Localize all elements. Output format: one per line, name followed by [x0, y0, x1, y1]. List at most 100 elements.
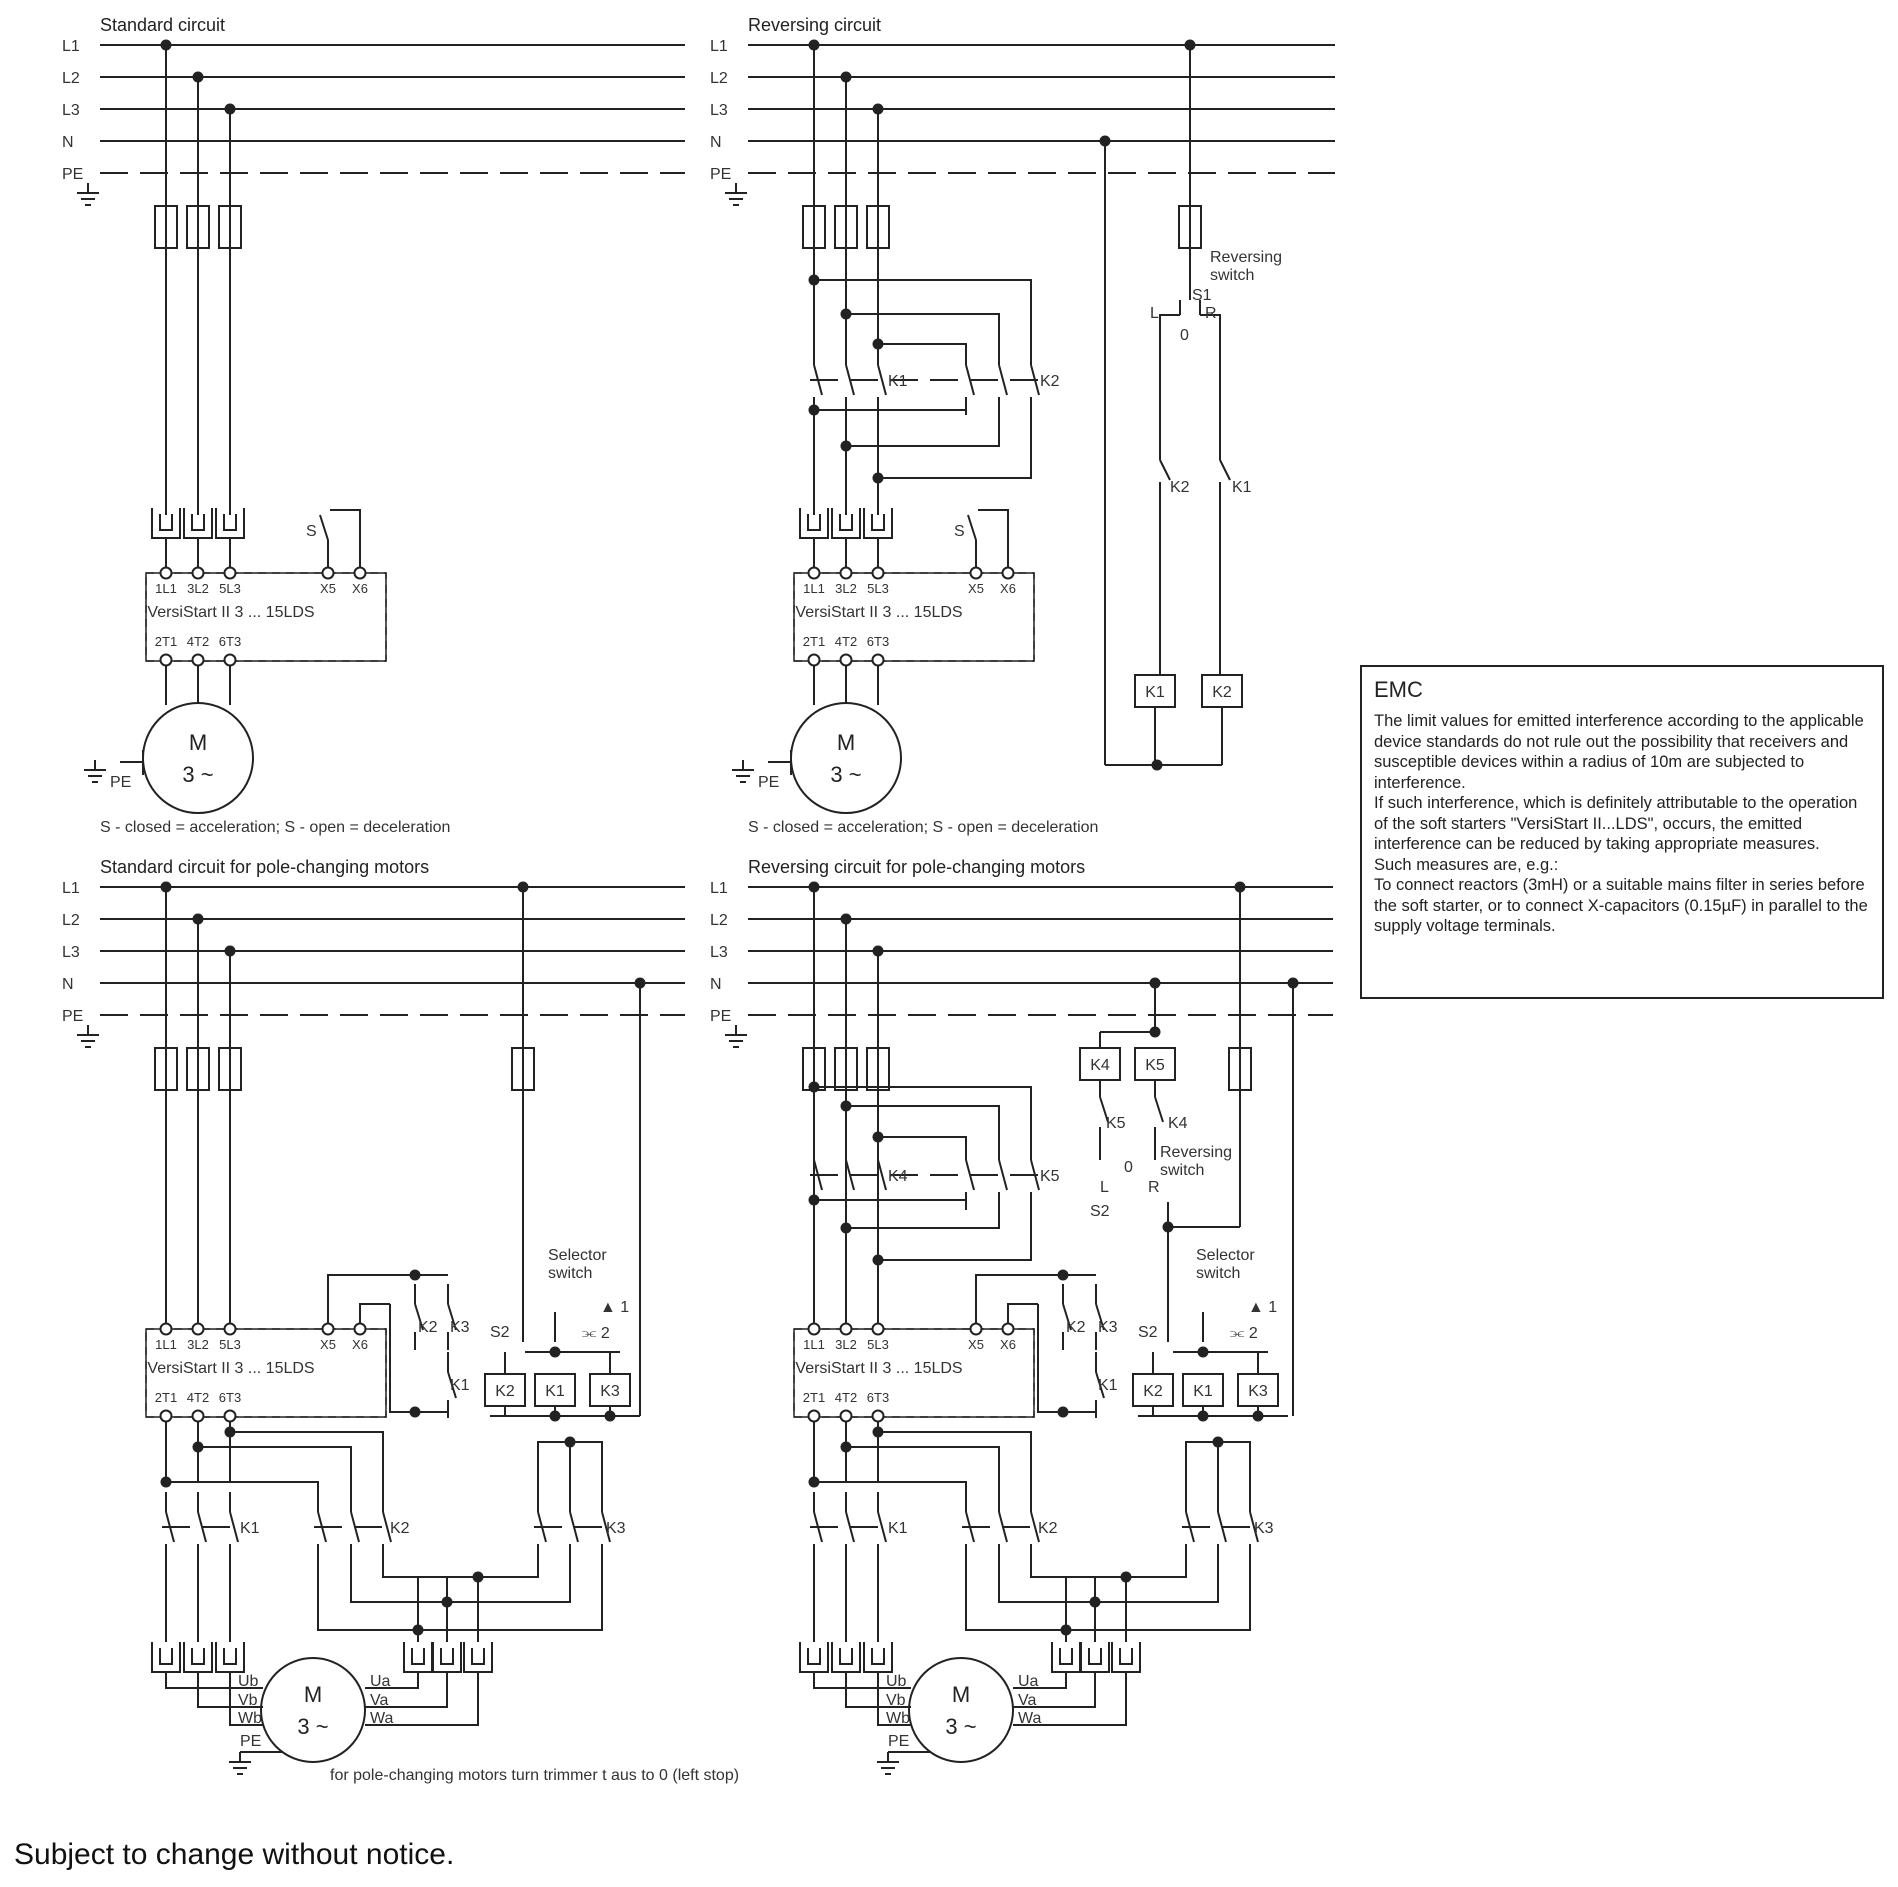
bus-label-l2: L2 [710, 912, 728, 929]
terminal [871, 653, 885, 667]
overload-element [1088, 1648, 1102, 1665]
terminal [223, 1409, 237, 1423]
bus-label-l2: L2 [710, 70, 728, 87]
wire [846, 313, 1000, 345]
motor-term-pe: PE [888, 1733, 909, 1750]
terminal [191, 1322, 205, 1336]
terminal-label: X6 [1000, 1337, 1016, 1352]
motor-pe-label: PE [758, 774, 779, 791]
terminal-label: 1L1 [803, 1337, 825, 1352]
terminal-label: X5 [320, 1337, 336, 1352]
bus-label-l1: L1 [710, 38, 728, 55]
wire [230, 1431, 384, 1492]
motor-phase: 3 ~ [297, 1714, 328, 1739]
selector-pos-1: ▲ 1 [600, 1299, 629, 1316]
terminal [807, 1322, 821, 1336]
terminal-label: 6T3 [867, 634, 889, 649]
wire [846, 1105, 1000, 1142]
coil-label-k1: K1 [1193, 1383, 1213, 1400]
motor-term-wb: Wb [886, 1710, 910, 1727]
motor-icon [908, 1657, 1014, 1763]
motor-term-va: Va [370, 1692, 388, 1709]
bus-label-l3: L3 [62, 944, 80, 961]
terminal [191, 1409, 205, 1423]
contact-k3-blade [601, 1511, 611, 1543]
interlock-label-k5: K5 [1106, 1115, 1126, 1132]
wire [198, 1446, 352, 1492]
motor-term-wa: Wa [370, 1710, 394, 1727]
terminal [969, 566, 983, 580]
contact-k5-blade [998, 1159, 1008, 1191]
wire [1037, 1304, 1096, 1413]
wire [846, 415, 1000, 447]
reversing-switch-label: switch [1210, 267, 1254, 284]
motor-symbol: M [304, 1682, 322, 1707]
switch-pos-r: R [1148, 1179, 1160, 1196]
wire [878, 343, 967, 345]
wire [814, 279, 1032, 345]
interlock-label-k1: K1 [1232, 479, 1252, 496]
overload-element [223, 1648, 237, 1665]
aux-label-k3: K3 [450, 1319, 470, 1336]
device-label: VersiStart II 3 ... 15LDS [795, 1360, 962, 1377]
aux-label-k1: K1 [1098, 1377, 1118, 1394]
soft-starter-outline [145, 572, 387, 662]
pole-changing-note: for pole-changing motors turn trimmer t … [330, 1767, 739, 1784]
bus-label-l3: L3 [710, 102, 728, 119]
terminal-label: 2T1 [803, 1390, 825, 1405]
junction-dot [409, 1406, 421, 1418]
wire [1099, 1096, 1109, 1123]
emc-notice-box: EMC The limit values for emitted interfe… [1360, 665, 1884, 999]
contact-k2-blade [1030, 1511, 1040, 1543]
soft-starter-outline [145, 1328, 387, 1418]
interlock-label-k2: K2 [1170, 479, 1190, 496]
overload-relay [215, 1642, 245, 1673]
contactor-label-k2: K2 [1040, 373, 1060, 390]
bus-label-pe: PE [710, 1008, 731, 1025]
terminal [839, 653, 853, 667]
switch-pos-r: R [1205, 305, 1217, 322]
coil-label-k1: K1 [1145, 684, 1165, 701]
terminal-label: 3L2 [835, 581, 857, 596]
selector-switch-label: Selector [548, 1247, 607, 1264]
motor-term-vb: Vb [238, 1692, 258, 1709]
motor-icon [790, 702, 902, 814]
wire [1219, 459, 1231, 481]
bus-label-l2: L2 [62, 70, 80, 87]
wire [814, 1086, 1032, 1142]
terminal-label: 1L1 [155, 581, 177, 596]
overload-element [839, 1648, 853, 1665]
motor-term-wa: Wa [1018, 1710, 1042, 1727]
motor-term-va: Va [1018, 1692, 1036, 1709]
output-label-k2: K2 [390, 1520, 410, 1537]
contactor-label-k1: K1 [888, 373, 908, 390]
switch-label-s1: S1 [1192, 287, 1212, 304]
terminal-label: 2T1 [155, 1390, 177, 1405]
terminal-label: X6 [352, 1337, 368, 1352]
motor-symbol: M [189, 730, 207, 755]
contact-k4-blade [877, 1159, 887, 1191]
wire [359, 1303, 390, 1323]
overload-relay [183, 1642, 213, 1673]
overload-element [807, 1648, 821, 1665]
wire [1200, 314, 1221, 320]
motor-term-pe: PE [240, 1733, 261, 1750]
switch-pos-0: 0 [1180, 327, 1189, 344]
wire [878, 415, 1032, 479]
diagram-title-reversing_pole: Reversing circuit for pole-changing moto… [748, 857, 1085, 877]
motor-symbol: M [837, 730, 855, 755]
junction-dot [604, 1410, 616, 1422]
selector-switch-label: Selector [1196, 1247, 1255, 1264]
wire [1159, 459, 1171, 481]
aux-label-k3: K3 [1098, 1319, 1118, 1336]
wire [1030, 1562, 1187, 1578]
wire [967, 514, 977, 541]
aux-label-k2: K2 [1066, 1319, 1086, 1336]
terminal-label: 1L1 [155, 1337, 177, 1352]
selector-switch-label: switch [548, 1265, 592, 1282]
switch-pos-0: 0 [1124, 1159, 1133, 1176]
overload-relay [1080, 1642, 1110, 1673]
terminal-label: 3L2 [187, 581, 209, 596]
terminal-label: 4T2 [187, 1390, 209, 1405]
wire [1007, 1303, 1038, 1323]
